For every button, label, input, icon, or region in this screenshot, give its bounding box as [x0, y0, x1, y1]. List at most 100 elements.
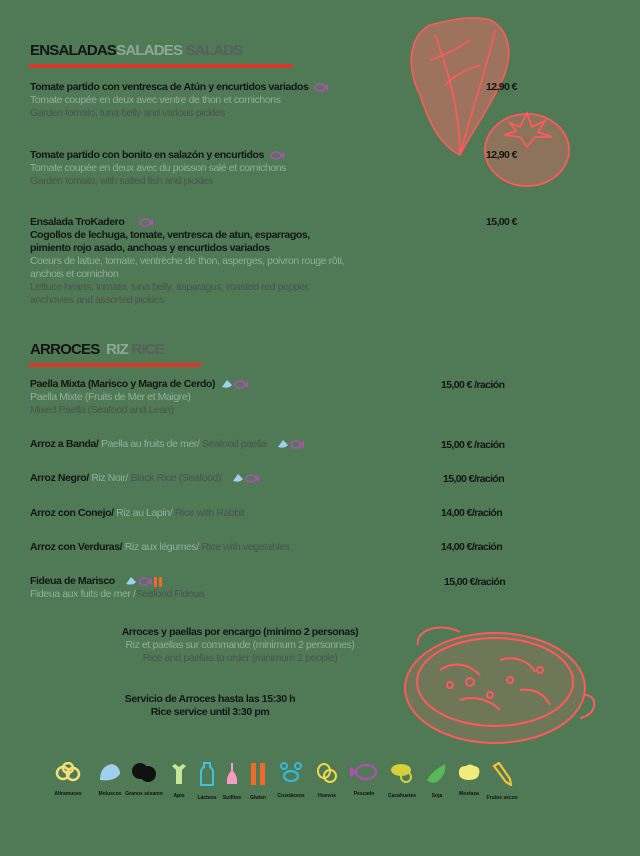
dish-name-fr: Tomate coupée en deux avec du poisson sa…: [30, 162, 287, 174]
legend-fish: Pescado: [345, 762, 383, 797]
salad-3-price: 15,00 €: [486, 216, 517, 228]
dish-name-en: Mixed Paella (Seafood and Lean): [30, 404, 174, 416]
salads-title-en: SALADS: [185, 42, 244, 59]
rice-title-en: RICE: [131, 341, 164, 358]
mollusc-icon: [126, 577, 137, 585]
salad-2-price: 12,90 €: [486, 149, 517, 161]
egg-icon: [317, 763, 337, 783]
salad-item-1: Tomate partido con ventresca de Atún y e…: [30, 81, 328, 120]
rice-item-3: Arroz Negro/ Riz Noir/ Black Rice (Seafo…: [30, 472, 259, 485]
order-note-es: Arroces y paellas por encargo (minimo 2 …: [121, 626, 359, 638]
sulphites-icon: [226, 763, 238, 784]
rice-3-price: 15,00 €/ración: [443, 473, 505, 485]
dairy-icon: [200, 762, 214, 786]
legend-soy: Soja: [418, 762, 456, 799]
legend-dairy: Lácteos: [188, 762, 226, 801]
rice-section-title: ARROCES RIZ RICE: [30, 341, 165, 358]
sesame-icon: [132, 763, 156, 782]
fish-icon: [314, 82, 328, 92]
salads-section-title: ENSALADASSALADES SALADS: [30, 42, 244, 59]
legend-molluscs: Moluscos: [91, 762, 129, 797]
mollusc-icon: [232, 474, 243, 482]
mollusc-icon: [277, 440, 288, 448]
fish-icon: [244, 473, 259, 483]
rice-item-5: Arroz con Verduras/ Riz aux légumes/ Ric…: [30, 541, 290, 554]
legend-crustaceans: Crustáceos: [272, 762, 310, 799]
dish-name-fr: Riz Noir/: [88, 472, 128, 484]
dish-name-es: Tomate partido con ventresca de Atún y e…: [30, 81, 309, 93]
rice-order-note: Arroces y paellas por encargo (minimo 2 …: [60, 626, 420, 665]
legend-peanuts: Cacahuetes: [383, 762, 421, 799]
dish-name-en: Seafood paella: [199, 438, 267, 450]
salads-title-es: ENSALADAS: [30, 42, 117, 59]
legend-nuts: Frutos secos: [483, 761, 521, 801]
legend-eggs: Huevos: [308, 762, 346, 799]
rice-2-price: 15,00 € /ración: [441, 439, 505, 451]
nuts-icon: [492, 761, 513, 788]
crustacean-icon: [280, 762, 302, 783]
dish-name-en: Seafood Fideua: [135, 588, 205, 600]
dish-name-fr: Paella au fruits de mer/: [98, 438, 200, 450]
fish-icon: [139, 217, 153, 227]
fish-icon: [269, 150, 284, 160]
dish-name-es: Arroz con Conejo/: [30, 507, 114, 519]
mollusc-icon: [221, 380, 232, 388]
legend-sulphites: Sulfitos: [213, 762, 251, 801]
dish-name-fr: Paella Mixte (Fruits de Mer et Maigre): [30, 391, 191, 403]
gluten-icon: [251, 763, 265, 785]
rice-item-2: Arroz a Banda/ Paella au fruits de mer/ …: [30, 438, 304, 451]
fish-icon: [233, 379, 248, 389]
rice-divider: [29, 363, 201, 367]
legend-gluten: Gluten: [239, 762, 277, 801]
dish-desc-en: Lettuce hearts, tomato, tuna belly, aspa…: [30, 281, 310, 293]
dish-name-en: Garden tomato, with salted fish and pick…: [30, 175, 213, 187]
lettuce-illustration-icon: [410, 17, 510, 157]
peanut-icon: [391, 764, 412, 783]
soy-icon: [427, 764, 446, 783]
salad-item-2: Tomate partido con bonito en salazón y e…: [30, 149, 286, 188]
rice-1-price: 15,00 € /ración: [441, 379, 505, 391]
dish-name-en: Rice with vegetables: [198, 541, 290, 553]
rice-title-fr: RIZ: [106, 341, 129, 358]
dish-name-es: Paella Mixta (Marisco y Magra de Cerdo): [30, 378, 216, 390]
dish-name-es: Arroz Negro/: [30, 472, 89, 484]
dish-name-es: Ensalada TroKadero: [30, 216, 125, 228]
dish-desc-fr: Coeurs de laitue, tomate, ventrèche de t…: [30, 255, 345, 267]
rice-item-4: Arroz con Conejo/ Riz au Lapin/ Rice wit…: [30, 507, 245, 520]
dish-name-es: Tomate partido con bonito en salazón y e…: [30, 149, 264, 161]
legend-mustard: Mostaza: [450, 762, 488, 797]
salad-item-3: Ensalada TroKadero Cogollos de lechuga, …: [30, 216, 345, 307]
dish-name-fr: Riz aux légumes/: [122, 541, 200, 553]
tomato-illustration-icon: [484, 110, 570, 187]
dish-desc-es: pimiento rojo asado, anchoas y encurtido…: [30, 242, 270, 254]
salads-title-fr: SALADES: [116, 42, 183, 59]
fish-icon: [350, 763, 378, 781]
dish-name-es: Arroz a Banda/: [30, 438, 99, 450]
salad-1-price: 12,90 €: [486, 81, 517, 93]
salads-divider: [29, 64, 293, 68]
gluten-icon: [154, 576, 163, 587]
lupin-icon: [55, 761, 81, 782]
rice-5-price: 14,00 €/ración: [441, 541, 503, 553]
legend-celery: Apio: [160, 762, 198, 799]
dish-name-en: Garden tomato, tuna belly and various pi…: [30, 107, 226, 119]
rice-4-price: 14,00 €/ración: [441, 507, 503, 519]
dish-name-en: Black Rice (Seafood): [127, 472, 222, 484]
dish-name-fr: Tomate coupée en deux avec ventre de tho…: [30, 94, 281, 106]
dish-name-fr: Riz au Lapin/: [113, 507, 173, 519]
mustard-icon: [458, 764, 480, 780]
rice-service-note: Servicio de Arroces hasta las 15:30 h Ri…: [80, 693, 340, 719]
dish-desc-es: Cogollos de lechuga, tomate, ventresca d…: [30, 229, 310, 241]
legend-sesame: Granos sésamo: [125, 762, 163, 797]
service-note-es: Servicio de Arroces hasta las 15:30 h: [124, 693, 296, 705]
mollusc-icon: [100, 764, 120, 781]
rice-item-6: Fideua de Marisco Fideua aux fuits de me…: [30, 575, 205, 601]
dish-name-es: Fideua de Marisco: [30, 575, 115, 587]
fish-icon: [138, 576, 153, 586]
rice-item-1: Paella Mixta (Marisco y Magra de Cerdo) …: [30, 378, 248, 417]
dish-name-en: Rice with Rabbit: [172, 507, 245, 519]
service-note-en: Rice service until 3:30 pm: [150, 706, 270, 718]
rice-6-price: 15,00 €/ración: [444, 576, 506, 588]
dish-name-fr: Fideua aux fuits de mer /: [30, 588, 136, 600]
order-note-en: Rice and paellas to order (minimum 2 peo…: [142, 652, 338, 664]
